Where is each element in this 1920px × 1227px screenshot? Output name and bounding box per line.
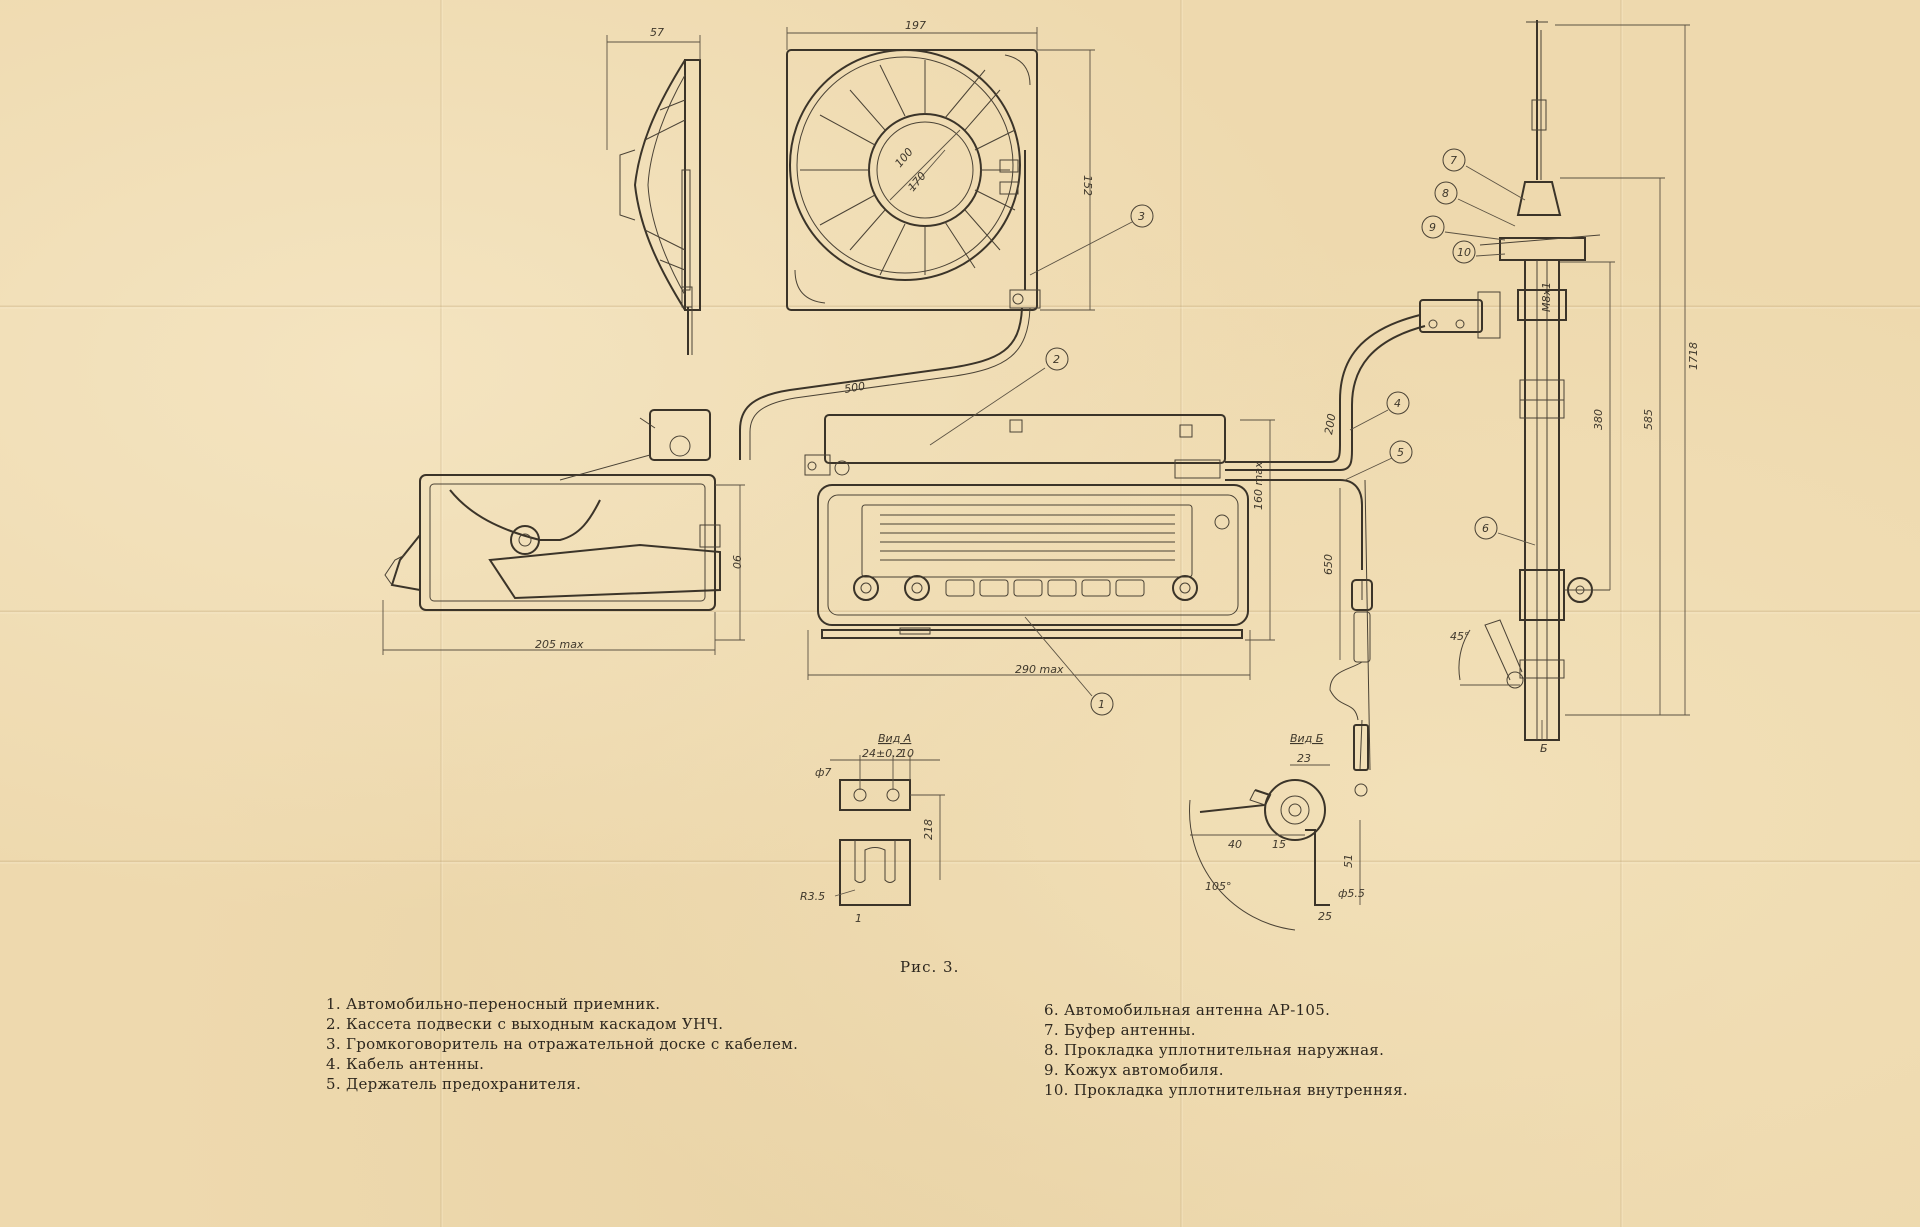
legend-text: Кассета подвески с выходным каскадом УНЧ… xyxy=(346,1015,724,1033)
legend-text: Прокладка уплотнительная внутренняя. xyxy=(1073,1081,1408,1099)
callout-6-label: 6 xyxy=(1482,522,1489,535)
legend-num: 1. xyxy=(326,995,341,1013)
paper-fold xyxy=(0,860,1920,864)
receiver-grille xyxy=(880,514,1175,561)
legend-num: 4. xyxy=(326,1055,341,1073)
dim-antenna-low: 380 xyxy=(1592,409,1605,430)
dim-antenna-total: 1718 xyxy=(1687,342,1700,370)
callout-9-label: 9 xyxy=(1429,221,1436,234)
fuse-holder: 650 5 xyxy=(1225,440,1413,797)
callout-3-label: 3 xyxy=(1138,210,1145,223)
dim-view-b-width: 40 xyxy=(1228,838,1242,851)
legend-item: 6. Автомобильная антенна АР-105. xyxy=(1044,1000,1408,1020)
legend-text: Громкоговоритель на отражательной доске … xyxy=(346,1035,799,1053)
callout-10-label: 10 xyxy=(1457,246,1471,259)
legend-text: Кожух автомобиля. xyxy=(1064,1061,1224,1079)
view-a-detail: Вид А ф7 24±0.2 10 218 R3.5 1 xyxy=(800,732,945,925)
antenna-ar105: M8x1 45° Б 1718 585 380 xyxy=(1421,20,1700,755)
callout-4-label: 4 xyxy=(1394,397,1401,410)
dim-view-b-angle: 105° xyxy=(1205,880,1232,893)
legend-item: 3. Громкоговоритель на отражательной дос… xyxy=(326,1034,798,1054)
legend-item: 1. Автомобильно-переносный приемник. xyxy=(326,994,798,1014)
legend-num: 7. xyxy=(1044,1021,1059,1039)
legend-text: Автомобильная антенна АР-105. xyxy=(1064,1001,1331,1019)
dim-view-a-slot: R3.5 xyxy=(800,890,825,903)
legend-num: 10. xyxy=(1044,1081,1069,1099)
legend-text: Прокладка уплотнительная наружная. xyxy=(1064,1041,1385,1059)
dim-speaker-cone-inner: 100 xyxy=(892,145,915,169)
legend-text: Автомобильно-переносный приемник. xyxy=(346,995,661,1013)
callout-8-label: 8 xyxy=(1442,187,1449,200)
legend-num: 3. xyxy=(326,1035,341,1053)
legend-item: 2. Кассета подвески с выходным каскадом … xyxy=(326,1014,798,1034)
callout-2-label: 2 xyxy=(1053,353,1060,366)
callout-1-label: 1 xyxy=(1098,698,1105,711)
dim-speaker-cable: 500 xyxy=(843,380,866,396)
dim-antenna-mid: 585 xyxy=(1642,409,1655,430)
dim-cable-2: 200 xyxy=(1322,413,1338,436)
dim-view-a-bottom: 1 xyxy=(855,912,862,925)
receiver-front-view: 290 max 160 max xyxy=(804,414,1275,680)
dim-view-b-mid: 15 xyxy=(1272,838,1286,851)
dim-view-b-bottom: 25 xyxy=(1318,910,1332,923)
dim-angle-45: 45° xyxy=(1450,630,1470,643)
dim-front-width: 290 max xyxy=(1015,663,1064,676)
callout-2: 2 xyxy=(929,347,1069,446)
receiver-side-view: 205 max 90 xyxy=(382,409,745,655)
dim-speaker-width: 197 xyxy=(905,19,926,32)
legend-item: 8. Прокладка уплотнительная наружная. xyxy=(1044,1040,1408,1060)
paper-fold xyxy=(0,305,1920,309)
legend-right: 6. Автомобильная антенна АР-105. 7. Буфе… xyxy=(1044,1000,1408,1100)
legend-text: Кабель антенны. xyxy=(346,1055,485,1073)
speaker-front-view: 100 170 197 152 500 xyxy=(739,19,1095,460)
dim-view-a-hole: ф7 xyxy=(815,766,831,779)
speaker-side-view: 57 xyxy=(606,26,701,355)
legend-text: Держатель предохранителя. xyxy=(346,1075,582,1093)
view-b-title: Вид Б xyxy=(1290,732,1323,745)
paper-fold xyxy=(1180,0,1183,1227)
paper-fold xyxy=(1620,0,1623,1227)
legend-item: 10. Прокладка уплотнительная внутренняя. xyxy=(1044,1080,1408,1100)
paper-fold xyxy=(0,610,1920,614)
dim-view-b-top: 23 xyxy=(1297,752,1311,765)
callout-7-label: 7 xyxy=(1450,154,1457,167)
legend-num: 6. xyxy=(1044,1001,1059,1019)
dim-speaker-depth: 57 xyxy=(650,26,664,39)
legend-num: 2. xyxy=(326,1015,341,1033)
dim-view-b-side: 51 xyxy=(1342,854,1355,868)
figure-caption: Рис. 3. xyxy=(900,958,960,976)
dim-front-height: 160 max xyxy=(1252,461,1265,510)
dim-fuse-cable: 650 xyxy=(1322,554,1335,575)
callout-3: 3 xyxy=(1029,204,1154,276)
legend-item: 4. Кабель антенны. xyxy=(326,1054,798,1074)
dim-view-a-edge: 10 xyxy=(900,747,914,760)
legend-left: 1. Автомобильно-переносный приемник. 2. … xyxy=(326,994,798,1094)
legend-num: 8. xyxy=(1044,1041,1059,1059)
callout-1: 1 xyxy=(1024,616,1114,716)
view-b-detail: Вид Б 40 15 23 105° 51 ф5.5 25 xyxy=(1189,732,1365,931)
dim-side-height: 90 xyxy=(730,555,743,569)
legend-item: 5. Держатель предохранителя. xyxy=(326,1074,798,1094)
callout-5-label: 5 xyxy=(1397,446,1404,459)
dim-side-depth: 205 max xyxy=(535,638,584,651)
dim-antenna-code: M8x1 xyxy=(1540,282,1553,312)
paper-fold xyxy=(440,0,443,1227)
legend-num: 5. xyxy=(326,1075,341,1093)
dim-speaker-height: 152 xyxy=(1081,175,1094,196)
legend-text: Буфер антенны. xyxy=(1064,1021,1196,1039)
dim-view-b-hole: ф5.5 xyxy=(1338,887,1365,900)
legend-item: 7. Буфер антенны. xyxy=(1044,1020,1408,1040)
dim-view-a-spacing: 24±0.2 xyxy=(862,747,903,760)
dim-view-a-height: 218 xyxy=(922,819,935,840)
antenna-label-b: Б xyxy=(1540,742,1548,755)
legend-num: 9. xyxy=(1044,1061,1059,1079)
view-a-title: Вид А xyxy=(878,732,911,745)
legend-item: 9. Кожух автомобиля. xyxy=(1044,1060,1408,1080)
antenna-cable: 200 4 xyxy=(1225,291,1501,471)
